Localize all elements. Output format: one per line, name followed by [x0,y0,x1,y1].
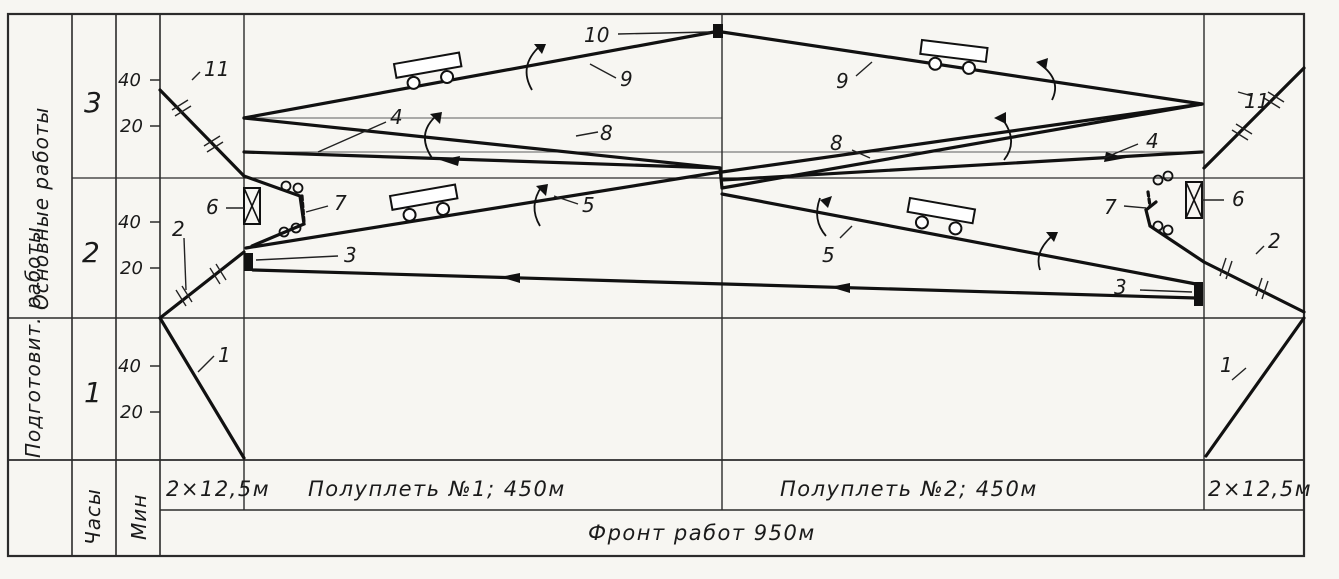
phase-2-number: 2 [82,236,100,269]
callout-9-right: 9 [836,69,849,93]
main-works-label: Основные работы [29,107,53,310]
callout-1-left: 1 [218,343,231,367]
tick-2-20: 20 [120,258,143,279]
right-width-label: 2×12,5м [1208,477,1312,501]
callout-2-right: 2 [1268,229,1281,253]
callout-2-left: 2 [172,217,185,241]
tick-1-40: 40 [118,356,141,377]
half-2-label: Полуплеть №2; 450м [780,477,1038,501]
callout-11-left: 11 [204,57,229,81]
work-front-label: Фронт работ 950м [588,521,816,545]
tick-3-20: 20 [120,116,143,137]
left-width-label: 2×12,5м [166,477,270,501]
bottom-captions: 2×12,5м Полуплеть №1; 450м Полуплеть №2;… [166,477,1312,545]
callouts-right: 1 2 3 4 5 6 7 8 9 11 [822,69,1281,377]
callout-1-right: 1 [1220,353,1233,377]
callout-5-left: 5 [582,193,595,217]
trolley-icon [906,196,977,236]
trolley-symbols [388,38,989,236]
phase-3-number: 3 [84,86,102,119]
callout-6-right: 6 [1232,187,1245,211]
callout-4-left: 4 [390,105,403,129]
callout-7-right: 7 [1104,195,1117,219]
machine-symbols [243,170,1203,238]
trolley-icon [392,51,463,90]
rotation-arrows [424,44,1058,271]
callout-10: 10 [584,23,609,47]
callout-5-right: 5 [822,243,835,267]
prep-works-label: Подготовит. работы [21,226,45,458]
callout-11-right: 11 [1244,89,1269,113]
callout-8-left: 8 [600,121,613,145]
phase-1-lines [158,316,1306,460]
half-1-label: Полуплеть №1; 450м [308,477,566,501]
phase-3-lines [158,24,1306,190]
phase-1-number: 1 [84,376,102,409]
callout-7-left: 7 [334,191,347,215]
callout-4-right: 4 [1146,129,1159,153]
callout-6-left: 6 [206,195,219,219]
phase-labels: 3 2 1 Основные работы Подготовит. работы… [21,86,151,545]
tick-2-40: 40 [118,212,141,233]
tick-1-20: 20 [120,402,143,423]
minute-ticks: 40 20 40 20 40 20 [118,70,160,423]
callout-8-right: 8 [830,131,843,155]
phase-2-lines [158,170,1306,320]
tick-3-40: 40 [118,70,141,91]
trolley-icon [388,183,459,222]
callout-9-left: 9 [620,67,633,91]
callout-3-left: 3 [344,243,357,267]
hours-label: Часы [81,488,105,545]
callout-3-right: 3 [1114,275,1127,299]
grid-frame [6,12,1306,558]
trolley-icon [919,38,989,75]
callouts-left: 1 2 3 4 5 6 7 8 9 10 11 [172,23,633,367]
minutes-label: Мин [127,494,151,540]
callout-leaders [183,31,1265,381]
